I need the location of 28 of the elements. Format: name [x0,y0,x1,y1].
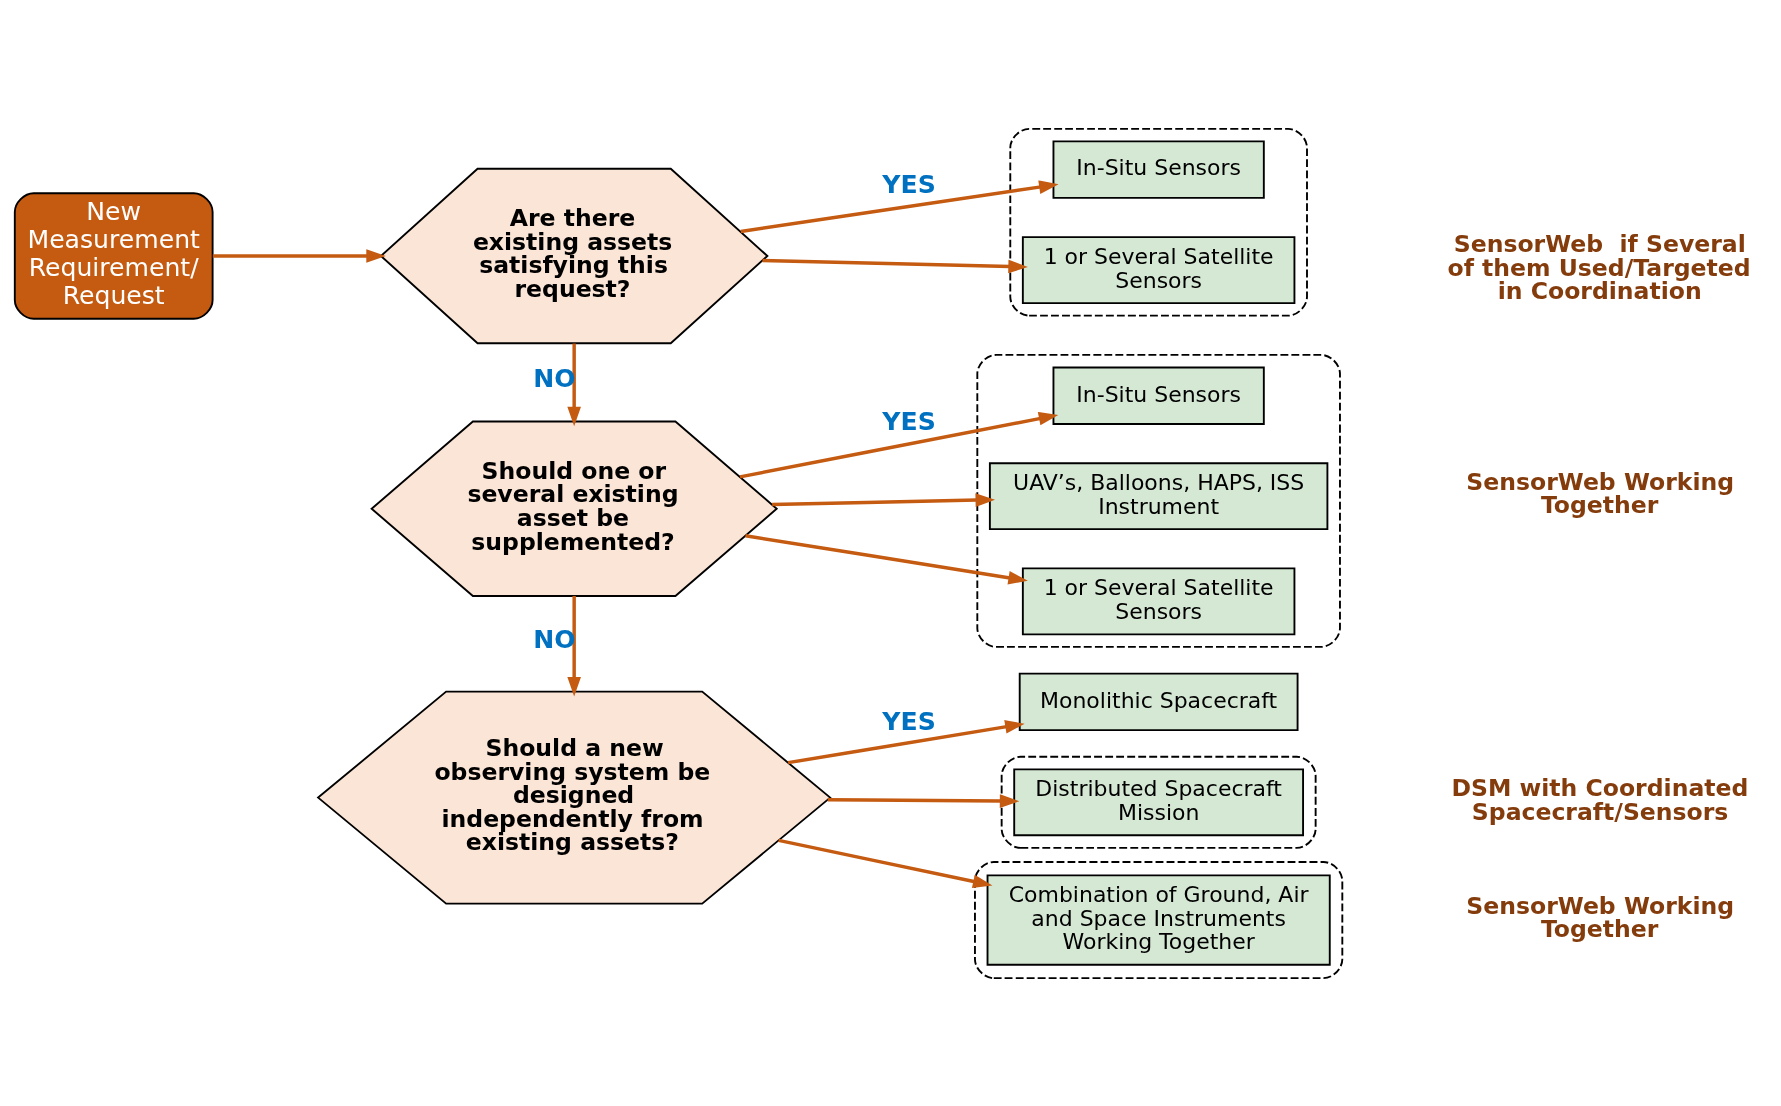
label: DSM with Coordinated Spacecraft/Sensors [1451,773,1749,826]
label: SensorWeb if Several of them Used/Targeted in Coordination [1447,229,1751,305]
node-box: 1 or Several Satellite Sensors [1021,566,1296,635]
label: SensorWeb Working Together [1466,891,1735,943]
node-box: New Measurement Requirement/ Request [13,191,214,320]
node-box: In-Situ Sensors [1052,139,1265,199]
edge-label: YES [882,406,936,436]
arrow [772,492,996,507]
arrow [827,793,1020,808]
arrow [787,719,1025,764]
node-box: Combination of Ground, Air and Space Instruments Working Together [986,873,1331,966]
edge-label: YES [882,169,936,199]
arrow [739,411,1059,479]
edge-label: YES [882,706,936,736]
arrow [567,343,581,426]
arrow [762,258,1028,273]
cluster [974,860,1344,979]
arrow [212,248,386,263]
node-box: Monolithic Spacecraft [1018,672,1299,731]
arrow [745,533,1028,584]
arrow [740,179,1059,233]
arrow [778,838,993,888]
node-box: UAV’s, Balloons, HAPS, ISS Instrument [988,461,1329,530]
arrow [567,595,581,696]
node-box: Distributed Spacecraft Mission [1013,767,1304,836]
node-box: 1 or Several Satellite Sensors [1021,235,1296,304]
label: SensorWeb Working Together [1466,467,1735,519]
node-box: In-Situ Sensors [1052,366,1265,425]
